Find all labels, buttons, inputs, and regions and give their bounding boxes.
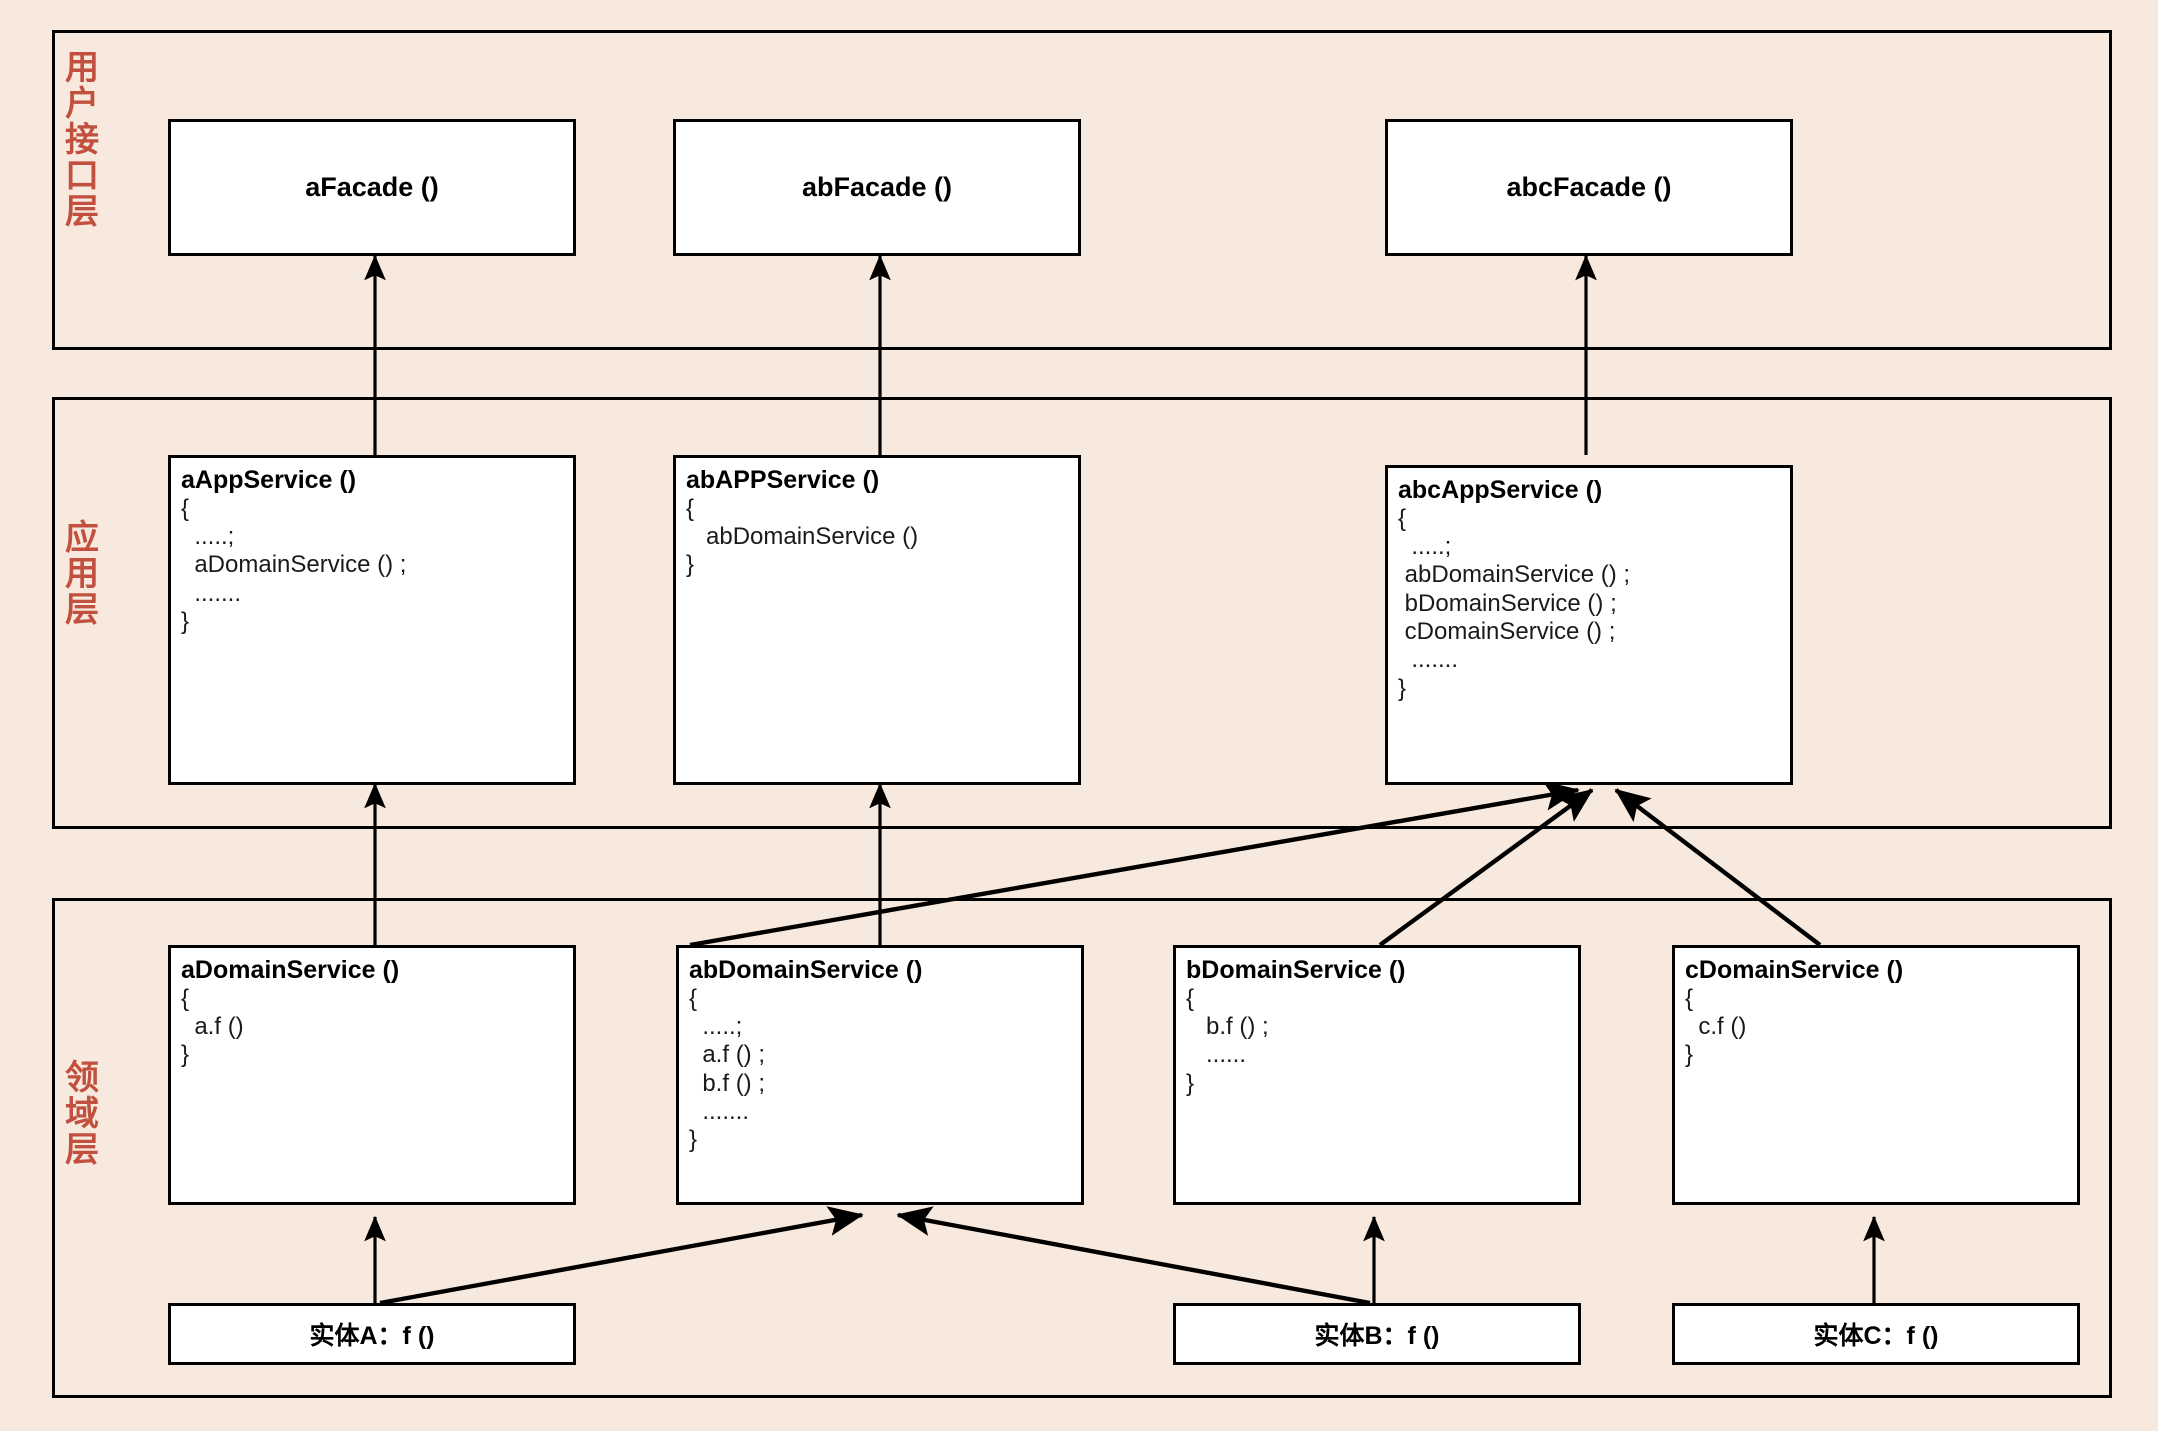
node-abc-facade[interactable]: abcFacade () bbox=[1385, 119, 1793, 256]
node-a-app-service-body: { .....; aDomainService () ; ....... } bbox=[181, 494, 407, 635]
node-ab-app-service[interactable]: abAPPService () { abDomainService () } bbox=[673, 455, 1081, 785]
node-entity-b-label: 实体B：f () bbox=[1314, 1322, 1440, 1350]
node-ab-facade[interactable]: abFacade () bbox=[673, 119, 1081, 256]
node-a-facade[interactable]: aFacade () bbox=[168, 119, 576, 256]
layer-label-ui: 用户接口层 bbox=[65, 49, 99, 232]
node-ab-app-service-title: abAPPService () bbox=[686, 466, 880, 494]
node-a-domain-service[interactable]: aDomainService () { a.f () } bbox=[168, 945, 576, 1205]
layer-band-ui bbox=[52, 30, 2112, 350]
node-ab-domain-service-title: abDomainService () bbox=[689, 956, 923, 984]
node-c-domain-service[interactable]: cDomainService () { c.f () } bbox=[1672, 945, 2080, 1205]
node-entity-a[interactable]: 实体A：f () bbox=[168, 1303, 576, 1365]
node-c-domain-service-body: { c.f () } bbox=[1685, 984, 1747, 1069]
node-a-app-service-title: aAppService () bbox=[181, 466, 357, 494]
node-ab-app-service-body: { abDomainService () } bbox=[686, 494, 919, 579]
layer-label-domain: 领域层 bbox=[65, 1059, 99, 1170]
node-ab-facade-title: abFacade () bbox=[801, 171, 953, 202]
node-abc-facade-title: abcFacade () bbox=[1506, 171, 1672, 202]
node-b-domain-service-title: bDomainService () bbox=[1186, 956, 1406, 984]
node-c-domain-service-title: cDomainService () bbox=[1685, 956, 1904, 984]
node-a-domain-service-body: { a.f () } bbox=[181, 984, 244, 1069]
node-abc-app-service[interactable]: abcAppService () { .....; abDomainServic… bbox=[1385, 465, 1793, 785]
node-b-domain-service-body: { b.f () ; ...... } bbox=[1186, 984, 1269, 1097]
node-entity-c-label: 实体C：f () bbox=[1813, 1322, 1939, 1350]
node-ab-domain-service[interactable]: abDomainService () { .....; a.f () ; b.f… bbox=[676, 945, 1084, 1205]
node-ab-domain-service-body: { .....; a.f () ; b.f () ; ....... } bbox=[689, 984, 766, 1154]
node-b-domain-service[interactable]: bDomainService () { b.f () ; ...... } bbox=[1173, 945, 1581, 1205]
node-entity-c[interactable]: 实体C：f () bbox=[1672, 1303, 2080, 1365]
node-abc-app-service-title: abcAppService () bbox=[1398, 476, 1603, 504]
node-abc-app-service-body: { .....; abDomainService () ; bDomainSer… bbox=[1398, 504, 1631, 702]
node-a-app-service[interactable]: aAppService () { .....; aDomainService (… bbox=[168, 455, 576, 785]
node-a-facade-title: aFacade () bbox=[305, 171, 439, 202]
layer-label-app: 应用层 bbox=[65, 519, 99, 630]
node-a-domain-service-title: aDomainService () bbox=[181, 956, 400, 984]
node-entity-b[interactable]: 实体B：f () bbox=[1173, 1303, 1581, 1365]
node-entity-a-label: 实体A：f () bbox=[309, 1322, 435, 1350]
